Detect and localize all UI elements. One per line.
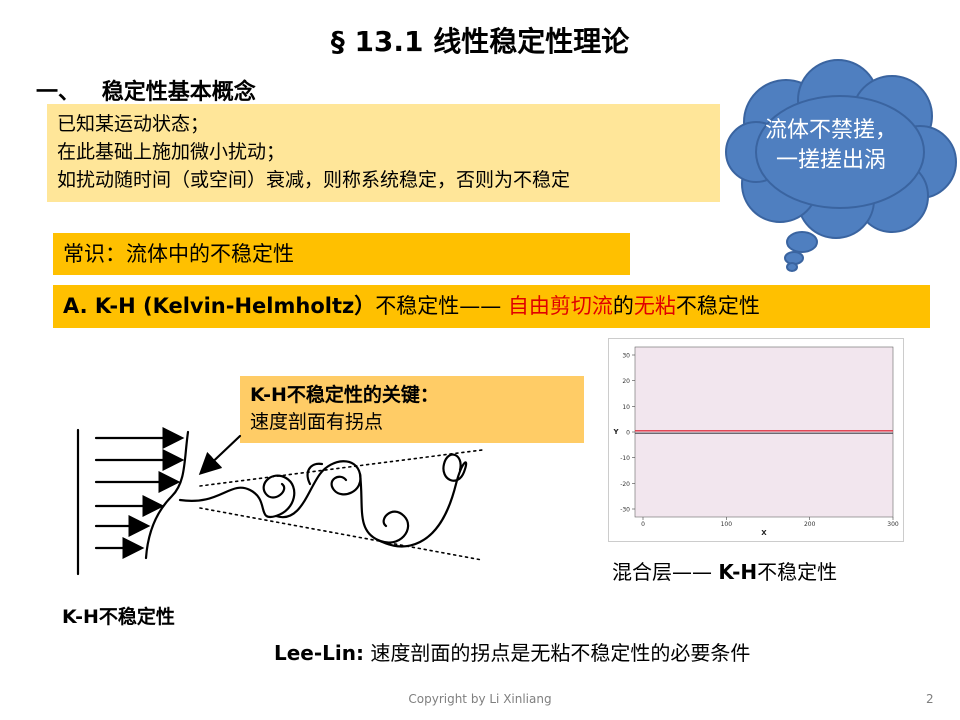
kh-free-shear: 自由剪切流 — [507, 294, 613, 318]
mixing-layer-caption: 混合层—— K-H不稳定性 — [612, 556, 837, 585]
common-knowledge-box: 常识：流体中的不稳定性 — [53, 233, 630, 275]
lee-lin-statement: Lee-Lin: 速度剖面的拐点是无粘不稳定性的必要条件 — [274, 637, 750, 666]
lee-lin-label: Lee-Lin: — [274, 641, 365, 665]
spread-boundary — [199, 507, 483, 561]
section-number: 一、 — [36, 80, 81, 105]
y-tick-label: 0 — [626, 430, 630, 437]
cloud-text: 流体不禁搓， 一搓搓出涡 — [746, 116, 916, 176]
x-tick-label: 200 — [804, 521, 816, 528]
kh-middle: 不稳定性—— — [375, 294, 508, 318]
kh-sketch-caption: K-H不稳定性 — [62, 606, 175, 628]
y-tick-label: 10 — [622, 404, 630, 411]
y-tick-label: -20 — [620, 481, 630, 488]
slide-title: § 13.1 线性稳定性理论 — [330, 25, 630, 58]
definition-line: 在此基础上施加微小扰动； — [57, 141, 286, 163]
footer-copyright: Copyright by Li Xinliang — [408, 692, 552, 706]
mix-caption-suffix: 不稳定性 — [757, 560, 838, 584]
kh-suffix: 不稳定性 — [675, 294, 760, 318]
kh-prefix: A. K-H (Kelvin-Helmholtz） — [63, 294, 376, 318]
kh-heading-box: A. K-H (Kelvin-Helmholtz）不稳定性—— 自由剪切流的无粘… — [53, 285, 930, 328]
vortex-curve — [306, 462, 324, 486]
section-title: 稳定性基本概念 — [101, 80, 256, 105]
y-tick-label: 20 — [622, 378, 630, 385]
x-axis-label: X — [761, 529, 767, 537]
vortex-curve — [178, 474, 296, 519]
mix-caption-prefix: 混合层—— — [612, 560, 719, 584]
x-tick-label: 0 — [641, 521, 645, 528]
thought-cloud-icon — [725, 59, 957, 272]
x-tick-label: 100 — [721, 521, 733, 528]
vortex-curve — [358, 472, 410, 544]
vortex-curve — [376, 453, 468, 548]
section-heading: 一、 稳定性基本概念 — [36, 74, 256, 106]
kh-inviscid: 无粘 — [633, 294, 676, 318]
y-tick-label: -30 — [620, 507, 630, 514]
callout-line: K-H不稳定性的关键： — [250, 384, 439, 406]
kh-sketch-diagram — [76, 427, 483, 576]
y-tick-label: 30 — [622, 353, 630, 360]
x-tick-label: 300 — [887, 521, 899, 528]
definition-line: 如扰动随时间（或空间）衰减，则称系统稳定，否则为不稳定 — [57, 169, 571, 191]
y-tick-label: -10 — [620, 455, 630, 462]
callout-line: 速度剖面有拐点 — [250, 411, 384, 433]
plot-area — [634, 346, 894, 518]
kh-de: 的 — [612, 294, 634, 318]
spread-boundary — [199, 449, 483, 487]
y-axis-label: Y — [612, 428, 619, 436]
definition-box: 已知某运动状态； 在此基础上施加微小扰动； 如扰动随时间（或空间）衰减，则称系统… — [47, 104, 720, 202]
page-number: 2 — [926, 692, 934, 706]
definition-line: 已知某运动状态； — [57, 113, 210, 135]
mix-caption-kh: K-H — [718, 560, 758, 584]
cloud-line: 流体不禁搓， — [764, 118, 897, 143]
callout-pointer — [198, 434, 242, 476]
kh-key-callout: K-H不稳定性的关键： 速度剖面有拐点 — [240, 376, 584, 443]
lee-lin-text: 速度剖面的拐点是无粘不稳定性的必要条件 — [364, 641, 751, 665]
velocity-profile — [144, 430, 190, 560]
cloud-line: 一搓搓出涡 — [775, 148, 886, 173]
